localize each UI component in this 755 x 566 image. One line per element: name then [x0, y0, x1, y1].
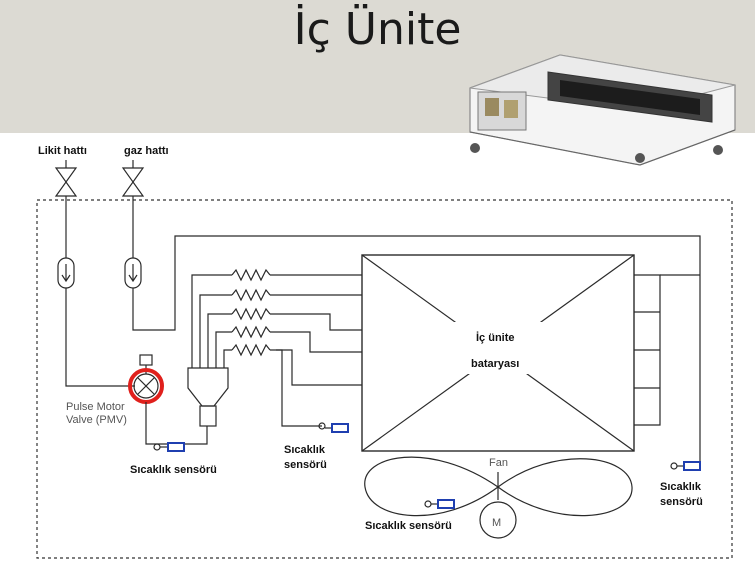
- sensor-right-label-line1: Sıcaklık: [660, 481, 702, 493]
- unit-boundary: [36, 199, 733, 559]
- coil-label-line1: İç ünite: [476, 331, 515, 344]
- pmv-label-line1: Pulse Motor: [66, 401, 125, 413]
- fan-label: Fan: [489, 457, 508, 469]
- motor-label: M: [492, 517, 501, 529]
- pmv-valve: [128, 354, 164, 404]
- liquid-line-label: Likit hattı: [38, 145, 87, 157]
- gas-line-label: gaz hattı: [124, 145, 169, 157]
- capillary-circuits: [191, 268, 362, 386]
- sensor-mid: [318, 422, 349, 433]
- liquid-pipe-lower: [65, 288, 135, 387]
- coil-label-bg: [448, 322, 546, 374]
- page-title: İç Ünite: [293, 4, 462, 55]
- distributor: [187, 367, 229, 427]
- sensor-pmv-label: Sıcaklık sensörü: [130, 464, 217, 476]
- gas-line-valve: [121, 160, 145, 197]
- sensor-pmv: [153, 442, 185, 452]
- fan-motor: [479, 501, 517, 539]
- pmv-label-line2: Valve (PMV): [66, 414, 127, 426]
- coil-label-line2: bataryası: [471, 358, 519, 370]
- pmv-outlet-pipe: [145, 402, 208, 445]
- indoor-unit-illustration: [469, 54, 736, 166]
- sensor-fan-label: Sıcaklık sensörü: [365, 520, 452, 532]
- sensor-mid-label-line2: sensörü: [284, 459, 327, 471]
- coil-outlet-header: [634, 274, 700, 426]
- sensor-mid-label-line1: Sıcaklık: [284, 444, 326, 456]
- liquid-line-valve: [54, 160, 78, 197]
- gas-header-pipe: [132, 235, 701, 462]
- fan: [364, 456, 633, 539]
- sensor-fan: [424, 499, 455, 509]
- coil-inlet-pipe: [276, 349, 322, 427]
- sensor-right-label-line2: sensörü: [660, 496, 703, 508]
- sensor-right: [670, 461, 701, 471]
